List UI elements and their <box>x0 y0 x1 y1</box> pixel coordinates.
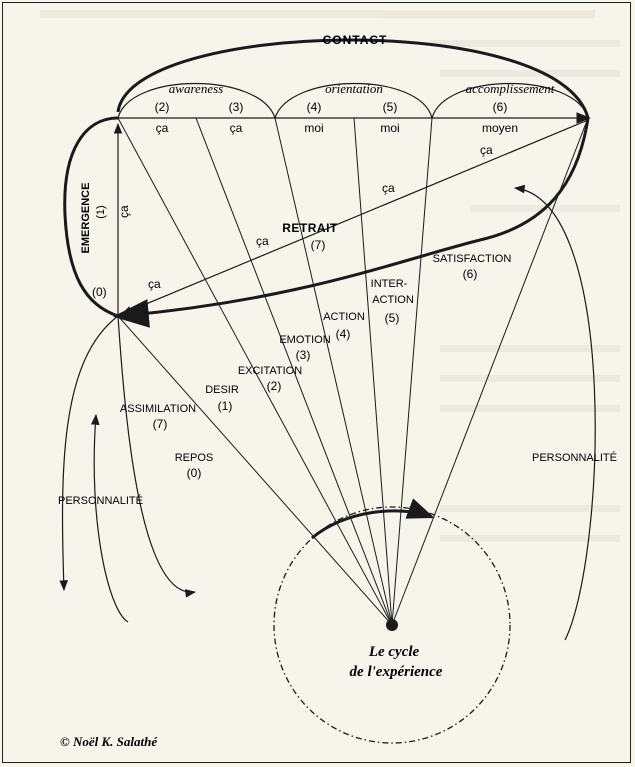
personnalite-right-label: PERSONNALITÉ <box>532 451 617 464</box>
top-number-5: (5) <box>383 100 398 114</box>
cycle-title-line1: Le cycle <box>368 644 420 660</box>
right-outer-loop <box>513 184 596 641</box>
action-label: ACTION <box>323 311 365 323</box>
diagonal-ca-labels: ça ça ça ça <box>148 143 493 291</box>
left-outer-loop <box>59 315 119 592</box>
top-word-moi-1: moi <box>304 121 323 135</box>
desir-number: (1) <box>218 399 233 413</box>
top-number-3: (3) <box>229 100 244 114</box>
diag-ca-3: ça <box>256 234 269 248</box>
phase-label-accomplissement: accomplissement <box>466 81 555 96</box>
top-word-ca-1: ça <box>156 121 169 135</box>
retrait-label: RETRAIT <box>282 221 338 235</box>
zero-node-label: (0) <box>92 285 107 299</box>
assimilation-number: (7) <box>153 417 168 431</box>
diag-ca-2: ça <box>382 181 395 195</box>
diag-ca-4: ça <box>148 277 161 291</box>
phase-label-awareness: awareness <box>169 81 223 96</box>
cycle-top-arc <box>311 498 435 540</box>
ray-zero <box>117 315 393 626</box>
emotion-number: (3) <box>296 348 311 362</box>
contact-arc <box>116 38 590 119</box>
top-number-2: (2) <box>155 100 170 114</box>
ray-awareness-end <box>274 117 393 626</box>
repos-label: REPOS <box>175 452 214 464</box>
left-inner-loop <box>117 315 197 598</box>
phase-label-orientation: orientation <box>325 81 383 96</box>
excitation-number: (2) <box>267 379 282 393</box>
action-number: (4) <box>336 327 351 341</box>
ray-orientation-mid <box>353 117 393 626</box>
personnalite-left-label: PERSONNALITÉ <box>58 494 143 507</box>
desir-label: DESIR <box>205 384 239 396</box>
retrait-number: (7) <box>311 238 326 252</box>
top-number-6: (6) <box>493 100 508 114</box>
diag-ca-1: ça <box>480 143 493 157</box>
vertical-ca-label: ça <box>117 205 131 218</box>
top-numbers: (2) (3) (4) (5) (6) <box>155 100 508 114</box>
cycle-center-node <box>386 619 398 631</box>
return-diagonal-arrow <box>121 119 589 315</box>
phase-arc-accomplissement <box>431 82 589 119</box>
ray-awareness-mid <box>195 117 393 626</box>
top-number-4: (4) <box>307 100 322 114</box>
cycle-circle <box>273 506 511 744</box>
excitation-label: EXCITATION <box>238 365 302 377</box>
top-word-ca-2: ça <box>230 121 243 135</box>
assimilation-label: ASSIMILATION <box>120 403 196 415</box>
emergence-label: EMERGENCE <box>80 183 92 254</box>
ray-top-left <box>117 117 393 626</box>
ray-right <box>391 117 589 626</box>
top-words: ça ça moi moi moyen <box>156 121 518 135</box>
top-word-moyen: moyen <box>482 121 518 135</box>
repos-number: (0) <box>187 466 202 480</box>
left-small-loop <box>90 413 129 623</box>
cycle-title-line2: de l'expérience <box>350 664 443 680</box>
retrait-satisfaction-curve <box>112 117 590 328</box>
satisfaction-label: SATISFACTION <box>433 253 512 265</box>
interaction-label-line2: ACTION <box>372 294 414 306</box>
emotion-label: EMOTION <box>279 334 330 346</box>
copyright: © Noël K. Salathé <box>60 734 158 749</box>
emergence-number: (1) <box>95 205 107 218</box>
interaction-label-line1: INTER- <box>371 278 408 290</box>
emergence-curve <box>63 116 119 318</box>
satisfaction-number: (6) <box>463 267 478 281</box>
interaction-number: (5) <box>385 311 400 325</box>
title-contact: CONTACT <box>323 33 388 47</box>
phase-arc-awareness <box>117 82 276 119</box>
phase-arc-orientation <box>274 82 433 119</box>
top-word-moi-2: moi <box>380 121 399 135</box>
ray-orientation-end <box>391 117 433 626</box>
